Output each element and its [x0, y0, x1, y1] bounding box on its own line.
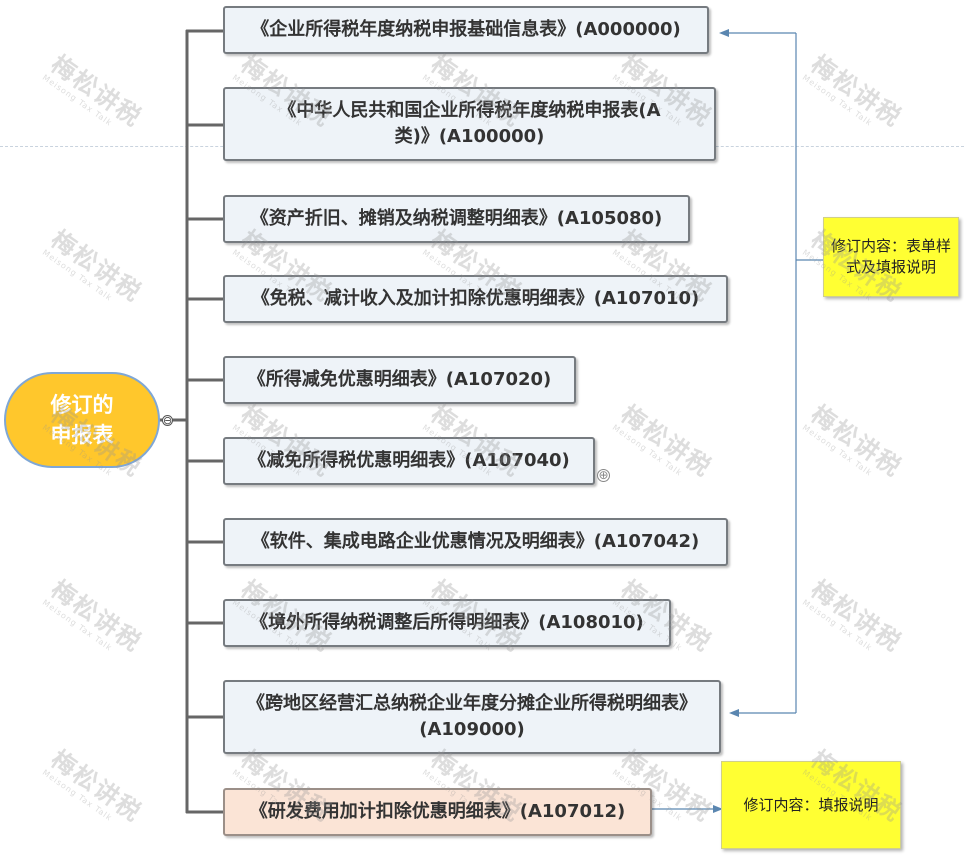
arrowhead-top: [719, 29, 729, 37]
topic-node-a108010[interactable]: 《境外所得纳税调整后所得明细表》(A108010): [223, 599, 671, 647]
arrowhead-note2: [713, 805, 723, 813]
topic-node-a109000[interactable]: 《跨地区经营汇总纳税企业年度分摊企业所得税明细表》(A109000): [223, 680, 721, 754]
topic-node-a105080[interactable]: 《资产折旧、摊销及纳税调整明细表》(A105080): [223, 195, 690, 243]
topic-node-a107010[interactable]: 《免税、减计收入及加计扣除优惠明细表》(A107010): [223, 275, 728, 323]
note-revision-form-and-instructions[interactable]: 修订内容：表单样式及填报说明: [823, 217, 959, 297]
topic-node-a107020[interactable]: 《所得减免优惠明细表》(A107020): [223, 356, 576, 404]
topic-label: 《企业所得税年度纳税申报基础信息表》(A000000): [251, 19, 681, 40]
topic-node-a107040[interactable]: 《减免所得税优惠明细表》(A107040): [223, 437, 595, 485]
topic-node-a107042[interactable]: 《软件、集成电路企业优惠情况及明细表》(A107042): [223, 518, 728, 566]
topic-label: 《资产折旧、摊销及纳税调整明细表》(A105080): [250, 208, 663, 229]
topic-label: 《中华人民共和国企业所得税年度纳税申报表(A类)》(A100000): [278, 100, 661, 147]
arrowhead-bottom: [729, 709, 739, 717]
topic-label: 《研发费用加计扣除优惠明细表》(A107012): [249, 801, 626, 822]
topic-node-a000000[interactable]: 《企业所得税年度纳税申报基础信息表》(A000000): [223, 6, 709, 54]
topic-label: 《减免所得税优惠明细表》(A107040): [248, 450, 570, 471]
note-label: 修订内容：表单样式及填报说明: [830, 237, 951, 276]
note-label: 修订内容：填报说明: [743, 795, 879, 814]
expand-icon[interactable]: ⊕: [597, 468, 610, 482]
topic-label: 《境外所得纳税调整后所得明细表》(A108010): [250, 612, 644, 633]
topic-label: 《跨地区经营汇总纳税企业年度分摊企业所得税明细表》(A109000): [247, 693, 697, 740]
topic-node-a107012[interactable]: 《研发费用加计扣除优惠明细表》(A107012): [223, 788, 652, 836]
topic-label: 《所得减免优惠明细表》(A107020): [247, 369, 552, 390]
central-topic[interactable]: 修订的 申报表: [4, 372, 160, 468]
note-revision-instructions[interactable]: 修订内容：填报说明: [721, 761, 901, 849]
topic-node-a100000[interactable]: 《中华人民共和国企业所得税年度纳税申报表(A类)》(A100000): [223, 87, 716, 161]
topic-label: 《软件、集成电路企业优惠情况及明细表》(A107042): [251, 531, 700, 552]
topic-label: 《免税、减计收入及加计扣除优惠明细表》(A107010): [251, 288, 700, 309]
collapse-icon[interactable]: ⊖: [162, 414, 173, 427]
